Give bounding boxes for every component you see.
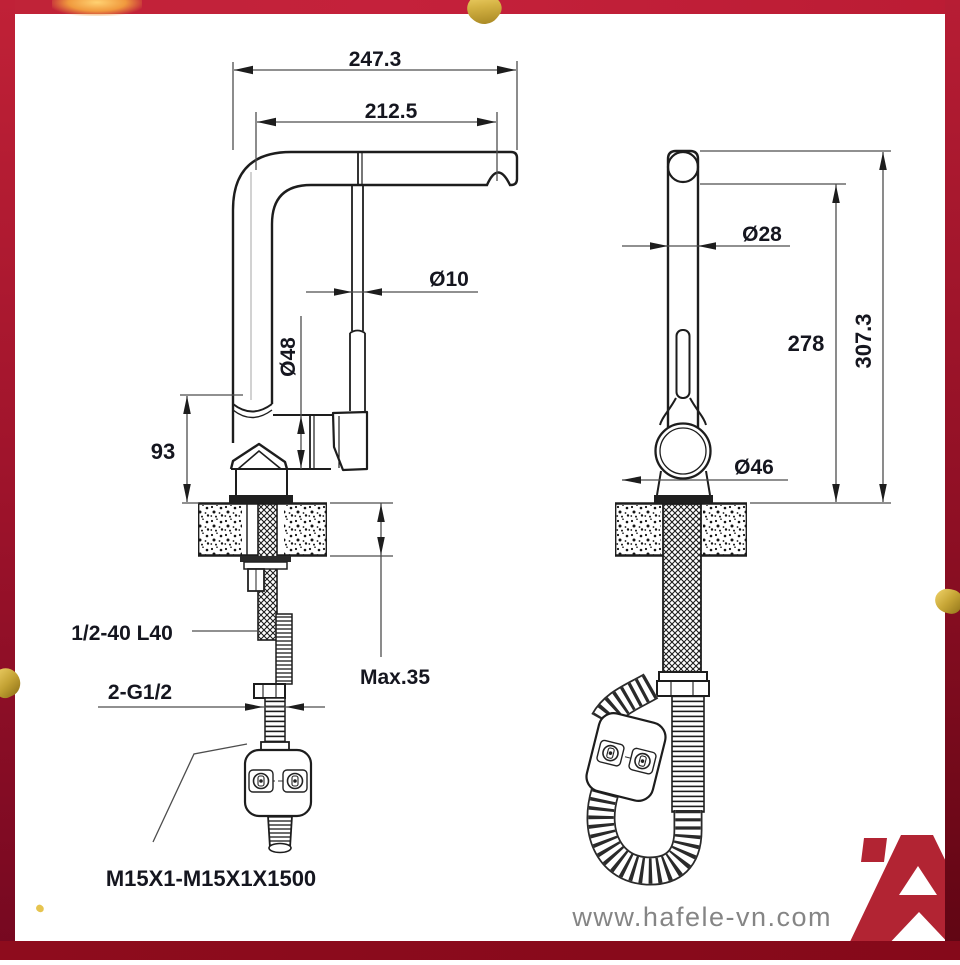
countertop-section-front [197,502,327,557]
front-view: 247.3 212.5 Ø10 Ø48 93 Max.35 2-G1/2 1/2… [71,48,519,891]
frame-right [945,0,960,960]
dim-label-head-dia: Ø48 [277,337,300,377]
dimension-arrows-front [183,65,516,711]
supply-hoses-side [585,503,710,886]
pullout-spray-head [331,185,369,472]
faucet-body-front [229,150,519,503]
dim-label-spout-width: 212.5 [365,100,418,123]
frame-left [0,0,15,960]
hose-connector-front [243,748,313,854]
dim-label-thread: 2-G1/2 [108,681,172,704]
dim-label-counter-max: Max.35 [360,666,430,689]
screw-icon [286,772,304,790]
dim-label-shank: 1/2-40 L40 [71,622,173,645]
screw-icon [634,752,651,770]
brand-logo [847,835,960,948]
dim-label-height-under-spout: 278 [788,331,825,356]
dimensions-side: Ø28 278 307.3 Ø46 [622,150,891,504]
screw-icon [252,772,270,790]
corrugated-hose-loop [586,787,703,886]
dim-label-total-width: 247.3 [349,48,402,71]
dim-label-body-height: 93 [151,439,175,464]
dim-label-spout-dia: Ø28 [742,223,782,246]
faucet-body-side [654,149,713,503]
screw-icon [602,744,619,762]
dim-label-base-dia: Ø46 [734,456,774,479]
hafele-watermark: www.hafele-vn.com [572,902,832,932]
frame-bottom [0,941,960,960]
side-view: Ø28 278 307.3 Ø46 [585,149,891,886]
dim-label-hose-dia: Ø10 [429,268,469,291]
dim-label-hose-connection: M15X1-M15X1X1500 [106,866,316,891]
frame-top [0,0,960,14]
hose-connector-side [585,712,667,802]
dim-label-height-total: 307.3 [851,313,876,368]
dimensions-front: 247.3 212.5 Ø10 Ø48 93 Max.35 2-G1/2 1/2… [71,48,518,891]
dimension-arrows-side [622,152,887,502]
mounting-hardware-front [240,503,293,751]
